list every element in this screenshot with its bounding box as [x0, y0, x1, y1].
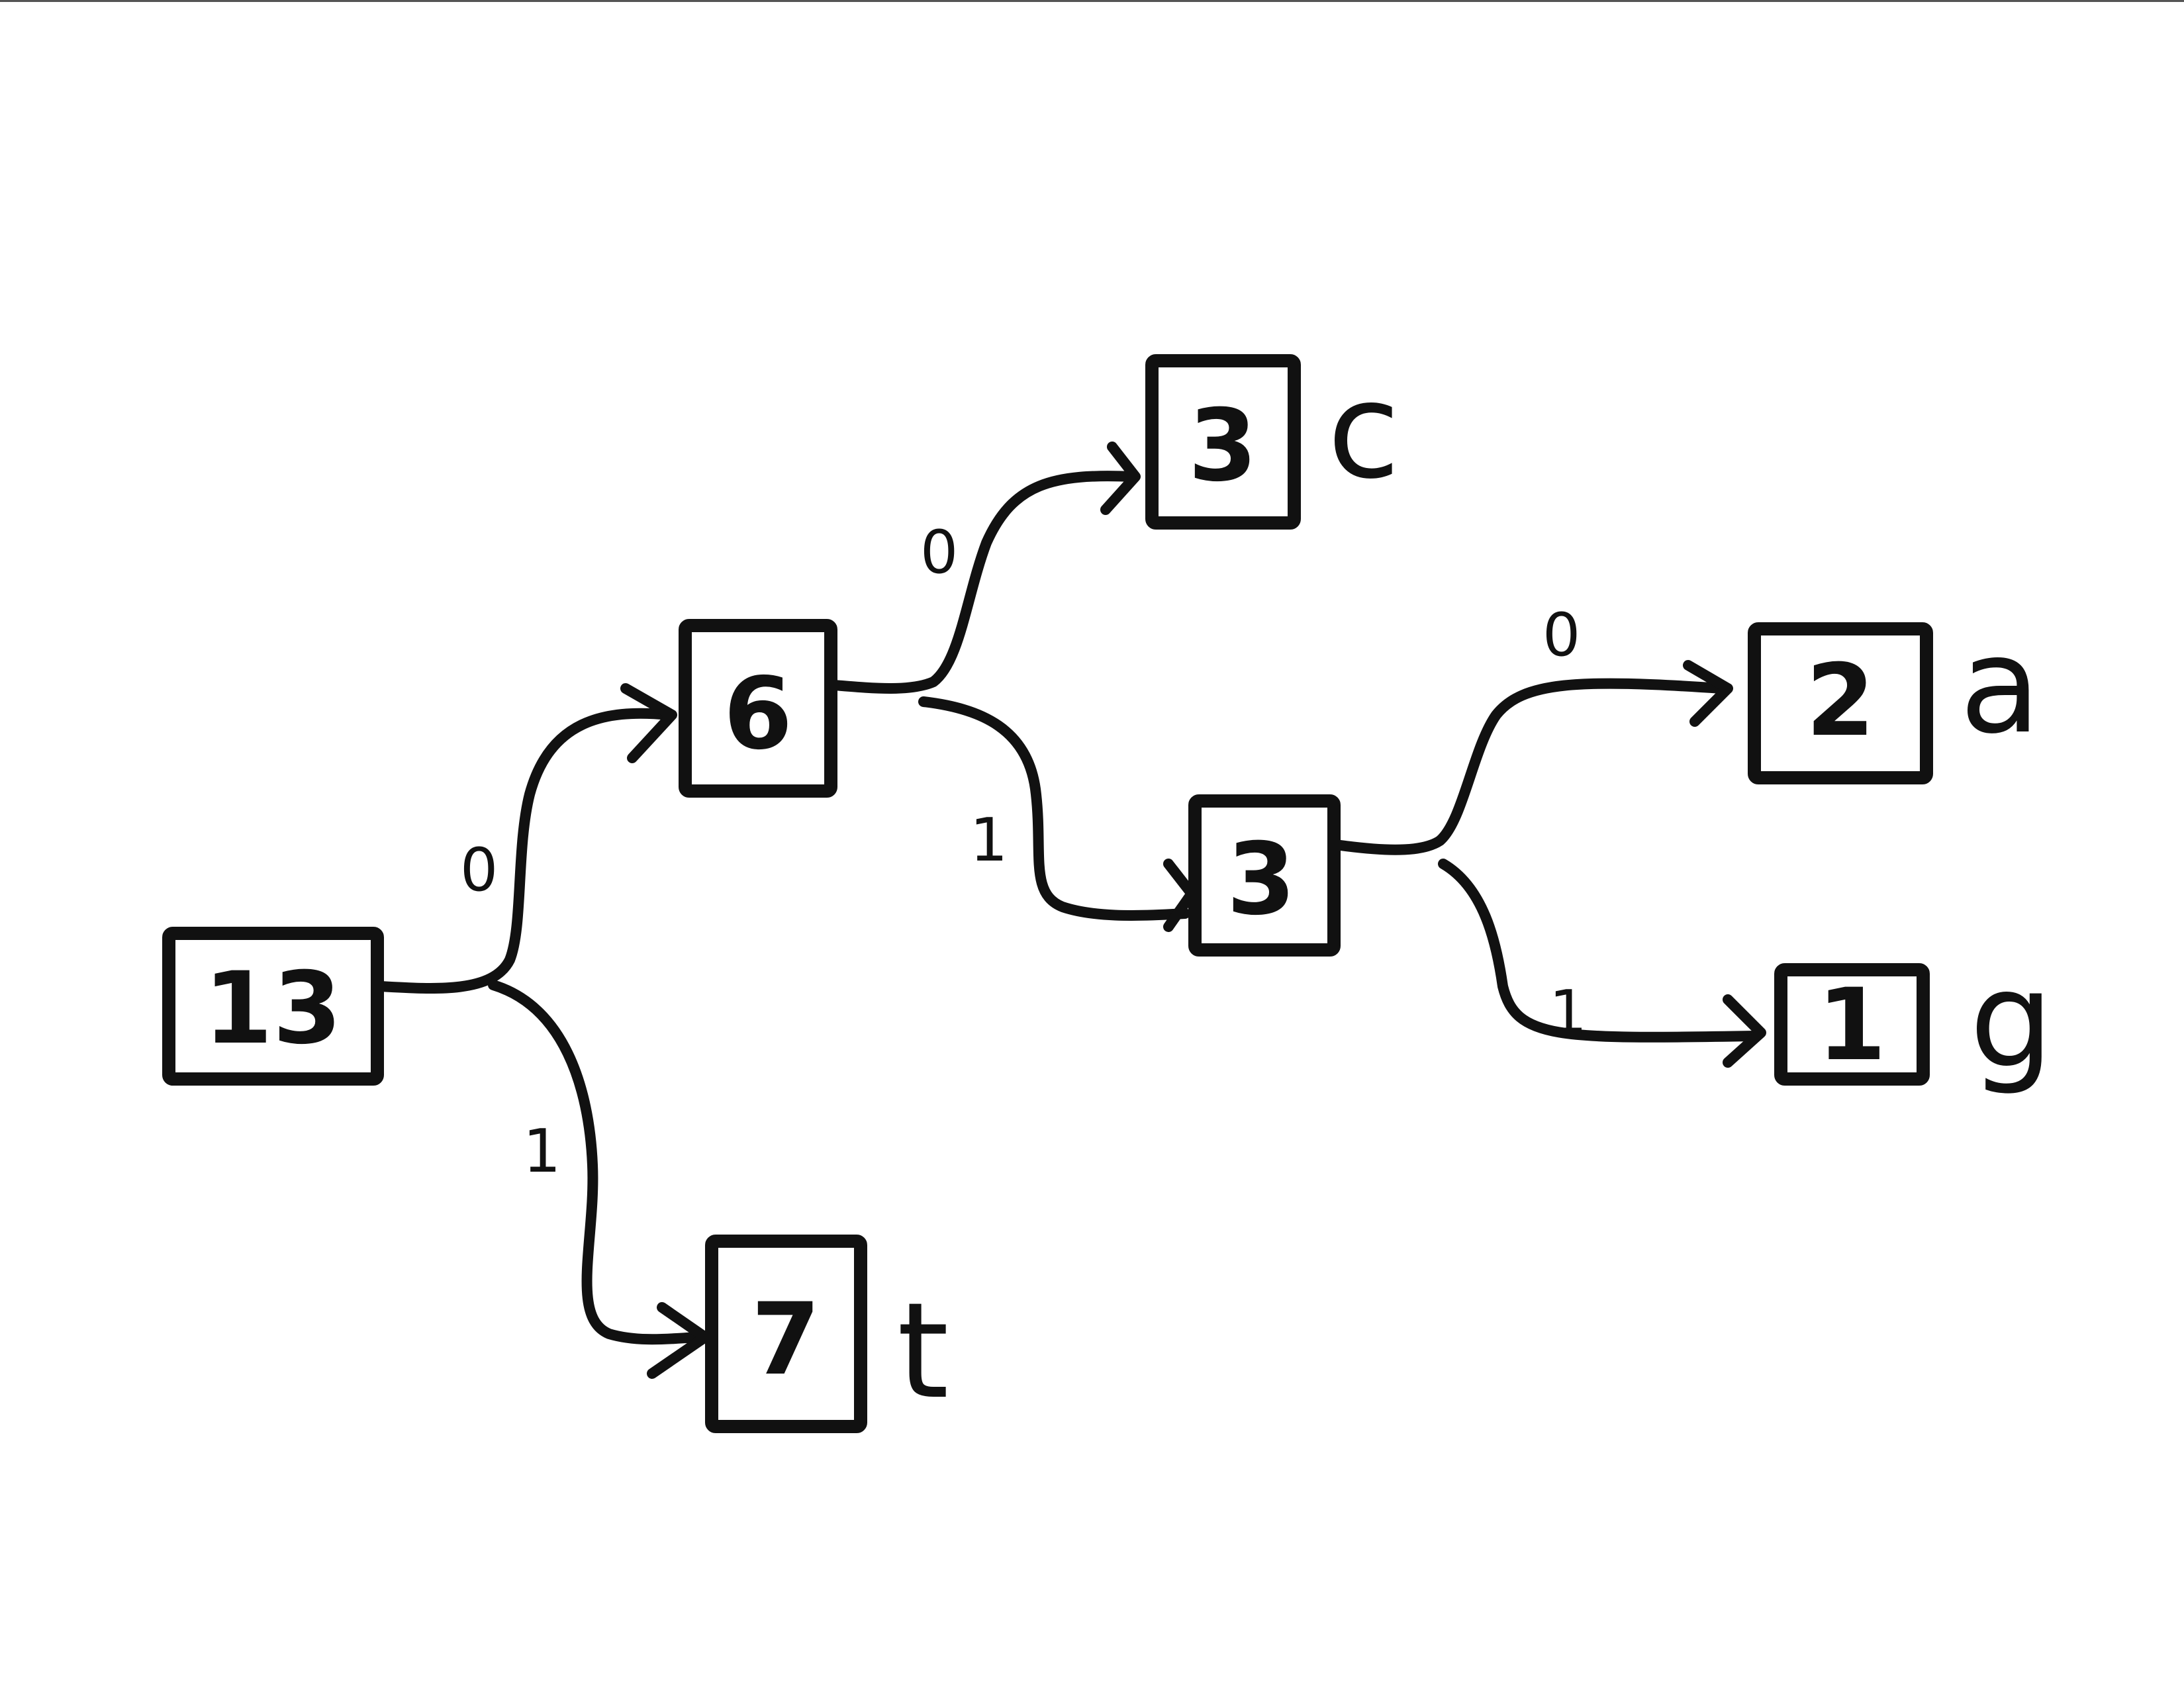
edge-n3-to-leaf-g	[1438, 859, 1760, 1043]
edge-label-n3-leaf-g: 1	[1549, 978, 1587, 1047]
node-leaf-t-symbol: t	[897, 1274, 949, 1429]
arrowhead-leaf-a	[1683, 660, 1733, 727]
edge-label-n6-leaf-c: 0	[920, 518, 958, 587]
edge-root-to-n6	[375, 708, 674, 994]
node-root-value: 13	[204, 951, 342, 1066]
edge-n6-to-n3	[918, 696, 1190, 921]
node-root: 13	[162, 927, 384, 1086]
node-n6: 6	[679, 619, 837, 798]
node-leaf-c: 3 c	[1145, 354, 1400, 530]
node-leaf-c-value: 3	[1188, 389, 1257, 504]
node-n3-value: 3	[1227, 822, 1296, 937]
edge-label-n6-n3: 1	[970, 806, 1008, 875]
edge-label-root-leaf-t: 1	[523, 1117, 561, 1186]
top-border-line	[0, 0, 2184, 2]
node-leaf-a-symbol: a	[1960, 609, 2041, 763]
edge-n3-to-leaf-a	[1325, 678, 1727, 855]
node-leaf-g-symbol: g	[1970, 943, 2054, 1098]
edge-root-to-leaf-t	[488, 980, 707, 1345]
node-leaf-t: 7 t	[705, 1235, 949, 1433]
node-leaf-c-symbol: c	[1327, 354, 1400, 508]
arrowhead-n6	[620, 683, 677, 763]
node-leaf-a: 2 a	[1748, 609, 2041, 784]
node-leaf-g-value: 1	[1817, 968, 1886, 1083]
arrowhead-leaf-c	[1100, 442, 1141, 515]
node-leaf-g: 1 g	[1774, 943, 2054, 1098]
edge-n6-to-leaf-c	[829, 471, 1137, 694]
arrowhead-leaf-g	[1723, 994, 1766, 1068]
node-leaf-t-value: 7	[751, 1282, 820, 1397]
edge-label-root-n6: 0	[460, 835, 498, 905]
edge-label-n3-leaf-a: 0	[1543, 600, 1580, 670]
node-leaf-a-value: 2	[1806, 643, 1875, 759]
node-n6-value: 6	[724, 657, 792, 772]
node-n3: 3	[1188, 794, 1341, 957]
